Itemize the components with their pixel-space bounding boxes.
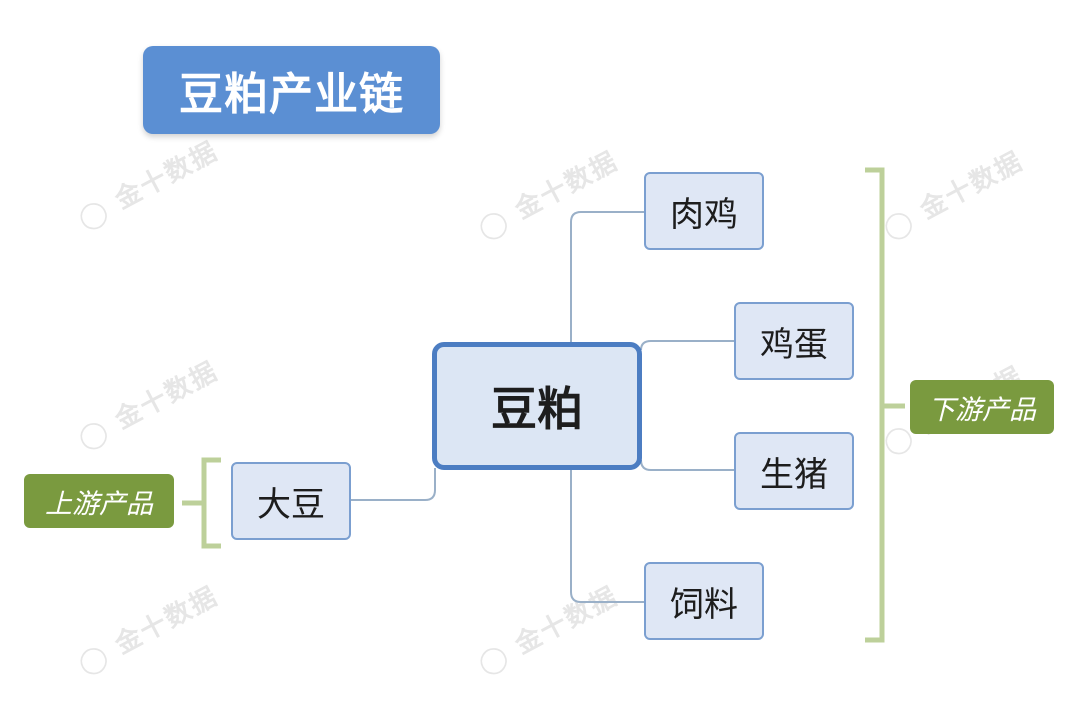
downstream-node-hogs: 生猪 bbox=[734, 432, 854, 510]
downstream-label: 下游产品 bbox=[910, 380, 1054, 434]
connector-feed bbox=[570, 470, 645, 603]
downstream-node-feed: 饲料 bbox=[644, 562, 764, 640]
connector-hogs bbox=[640, 459, 735, 471]
connector-eggs bbox=[640, 340, 735, 351]
bracket-downstream bbox=[865, 167, 885, 643]
connector-upstream bbox=[350, 468, 436, 501]
downstream-node-broiler: 肉鸡 bbox=[644, 172, 764, 250]
center-node: 豆粕 bbox=[432, 342, 642, 470]
downstream-node-eggs: 鸡蛋 bbox=[734, 302, 854, 380]
upstream-label: 上游产品 bbox=[24, 474, 174, 528]
bracket-upstream bbox=[201, 457, 221, 549]
connector-broiler bbox=[570, 211, 645, 342]
upstream-node-soybean: 大豆 bbox=[231, 462, 351, 540]
diagram-title: 豆粕产业链 bbox=[143, 46, 440, 134]
